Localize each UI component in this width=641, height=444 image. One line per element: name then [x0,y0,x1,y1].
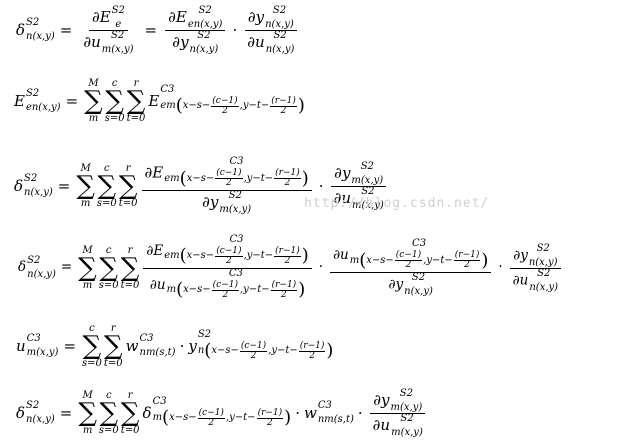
sum-m: M∑m [84,78,103,124]
sum-s: c∑s=0 [104,78,125,124]
delta-symbol: δ [16,20,26,39]
sum-t: r∑t=0 [126,78,146,124]
watermark: http://blog.csdn.net/ [304,196,490,211]
